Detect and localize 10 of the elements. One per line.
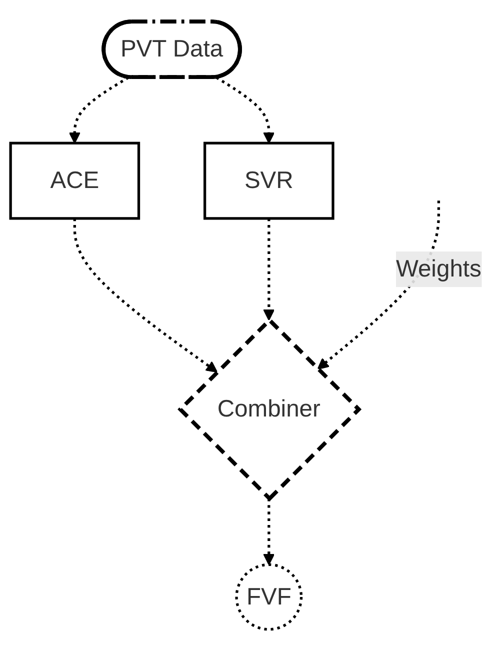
arrow <box>263 498 275 566</box>
node-circle: FVF <box>235 563 303 631</box>
node-box: SVR <box>204 142 334 220</box>
arrow <box>73 218 218 373</box>
arrow <box>68 76 130 144</box>
node-box: ACE <box>9 142 140 220</box>
arrow <box>263 218 275 321</box>
arrow <box>216 76 275 144</box>
edge-label: Weights <box>396 255 482 282</box>
node-diamond: Combiner <box>178 317 362 502</box>
